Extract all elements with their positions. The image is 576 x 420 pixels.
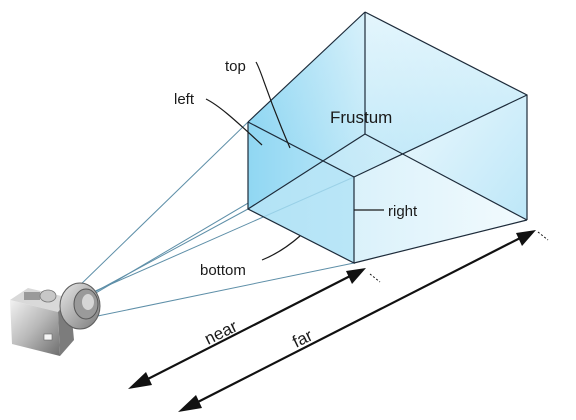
camera-icon (10, 282, 101, 356)
leader-bottom (261, 235, 301, 261)
edge-bottom-right (353, 219, 528, 264)
far-arrowhead-start (178, 395, 202, 412)
near-arrow-line (139, 271, 359, 384)
ray-bottom-right (87, 262, 355, 319)
edge-back-bottom (364, 133, 528, 221)
label-left: left (174, 91, 195, 108)
near-arrowhead-start (128, 372, 152, 389)
camera-badge (43, 333, 53, 341)
camera-front (10, 300, 60, 356)
label-top: top (225, 58, 246, 75)
leader-top (255, 61, 291, 149)
ray-bottom-left (79, 208, 249, 301)
edge-top-left (247, 11, 366, 123)
label-far: far (289, 326, 315, 352)
frustum (247, 11, 528, 264)
label-near: near (201, 316, 240, 348)
depth-arrows (128, 230, 549, 412)
far-tick (537, 231, 549, 241)
label-bottom: bottom (200, 262, 246, 279)
camera-lens-highlight (82, 294, 94, 310)
leader-lines (205, 61, 384, 261)
edge-top-right (353, 94, 528, 178)
ray-top-left (74, 121, 249, 291)
near-tick (369, 273, 381, 283)
label-right: right (388, 203, 418, 220)
camera-viewfinder (24, 292, 40, 300)
far-arrowhead-end (516, 230, 536, 246)
frustum-top-face (248, 12, 527, 177)
edge-bottom-left (247, 133, 366, 210)
view-rays (74, 121, 366, 319)
leader-left (205, 98, 263, 146)
frustum-near-face (248, 122, 354, 263)
near-arrowhead-end (346, 268, 366, 284)
far-arrow-line (189, 233, 529, 407)
camera-dial (39, 289, 57, 303)
label-frustum: Frustum (330, 108, 392, 127)
